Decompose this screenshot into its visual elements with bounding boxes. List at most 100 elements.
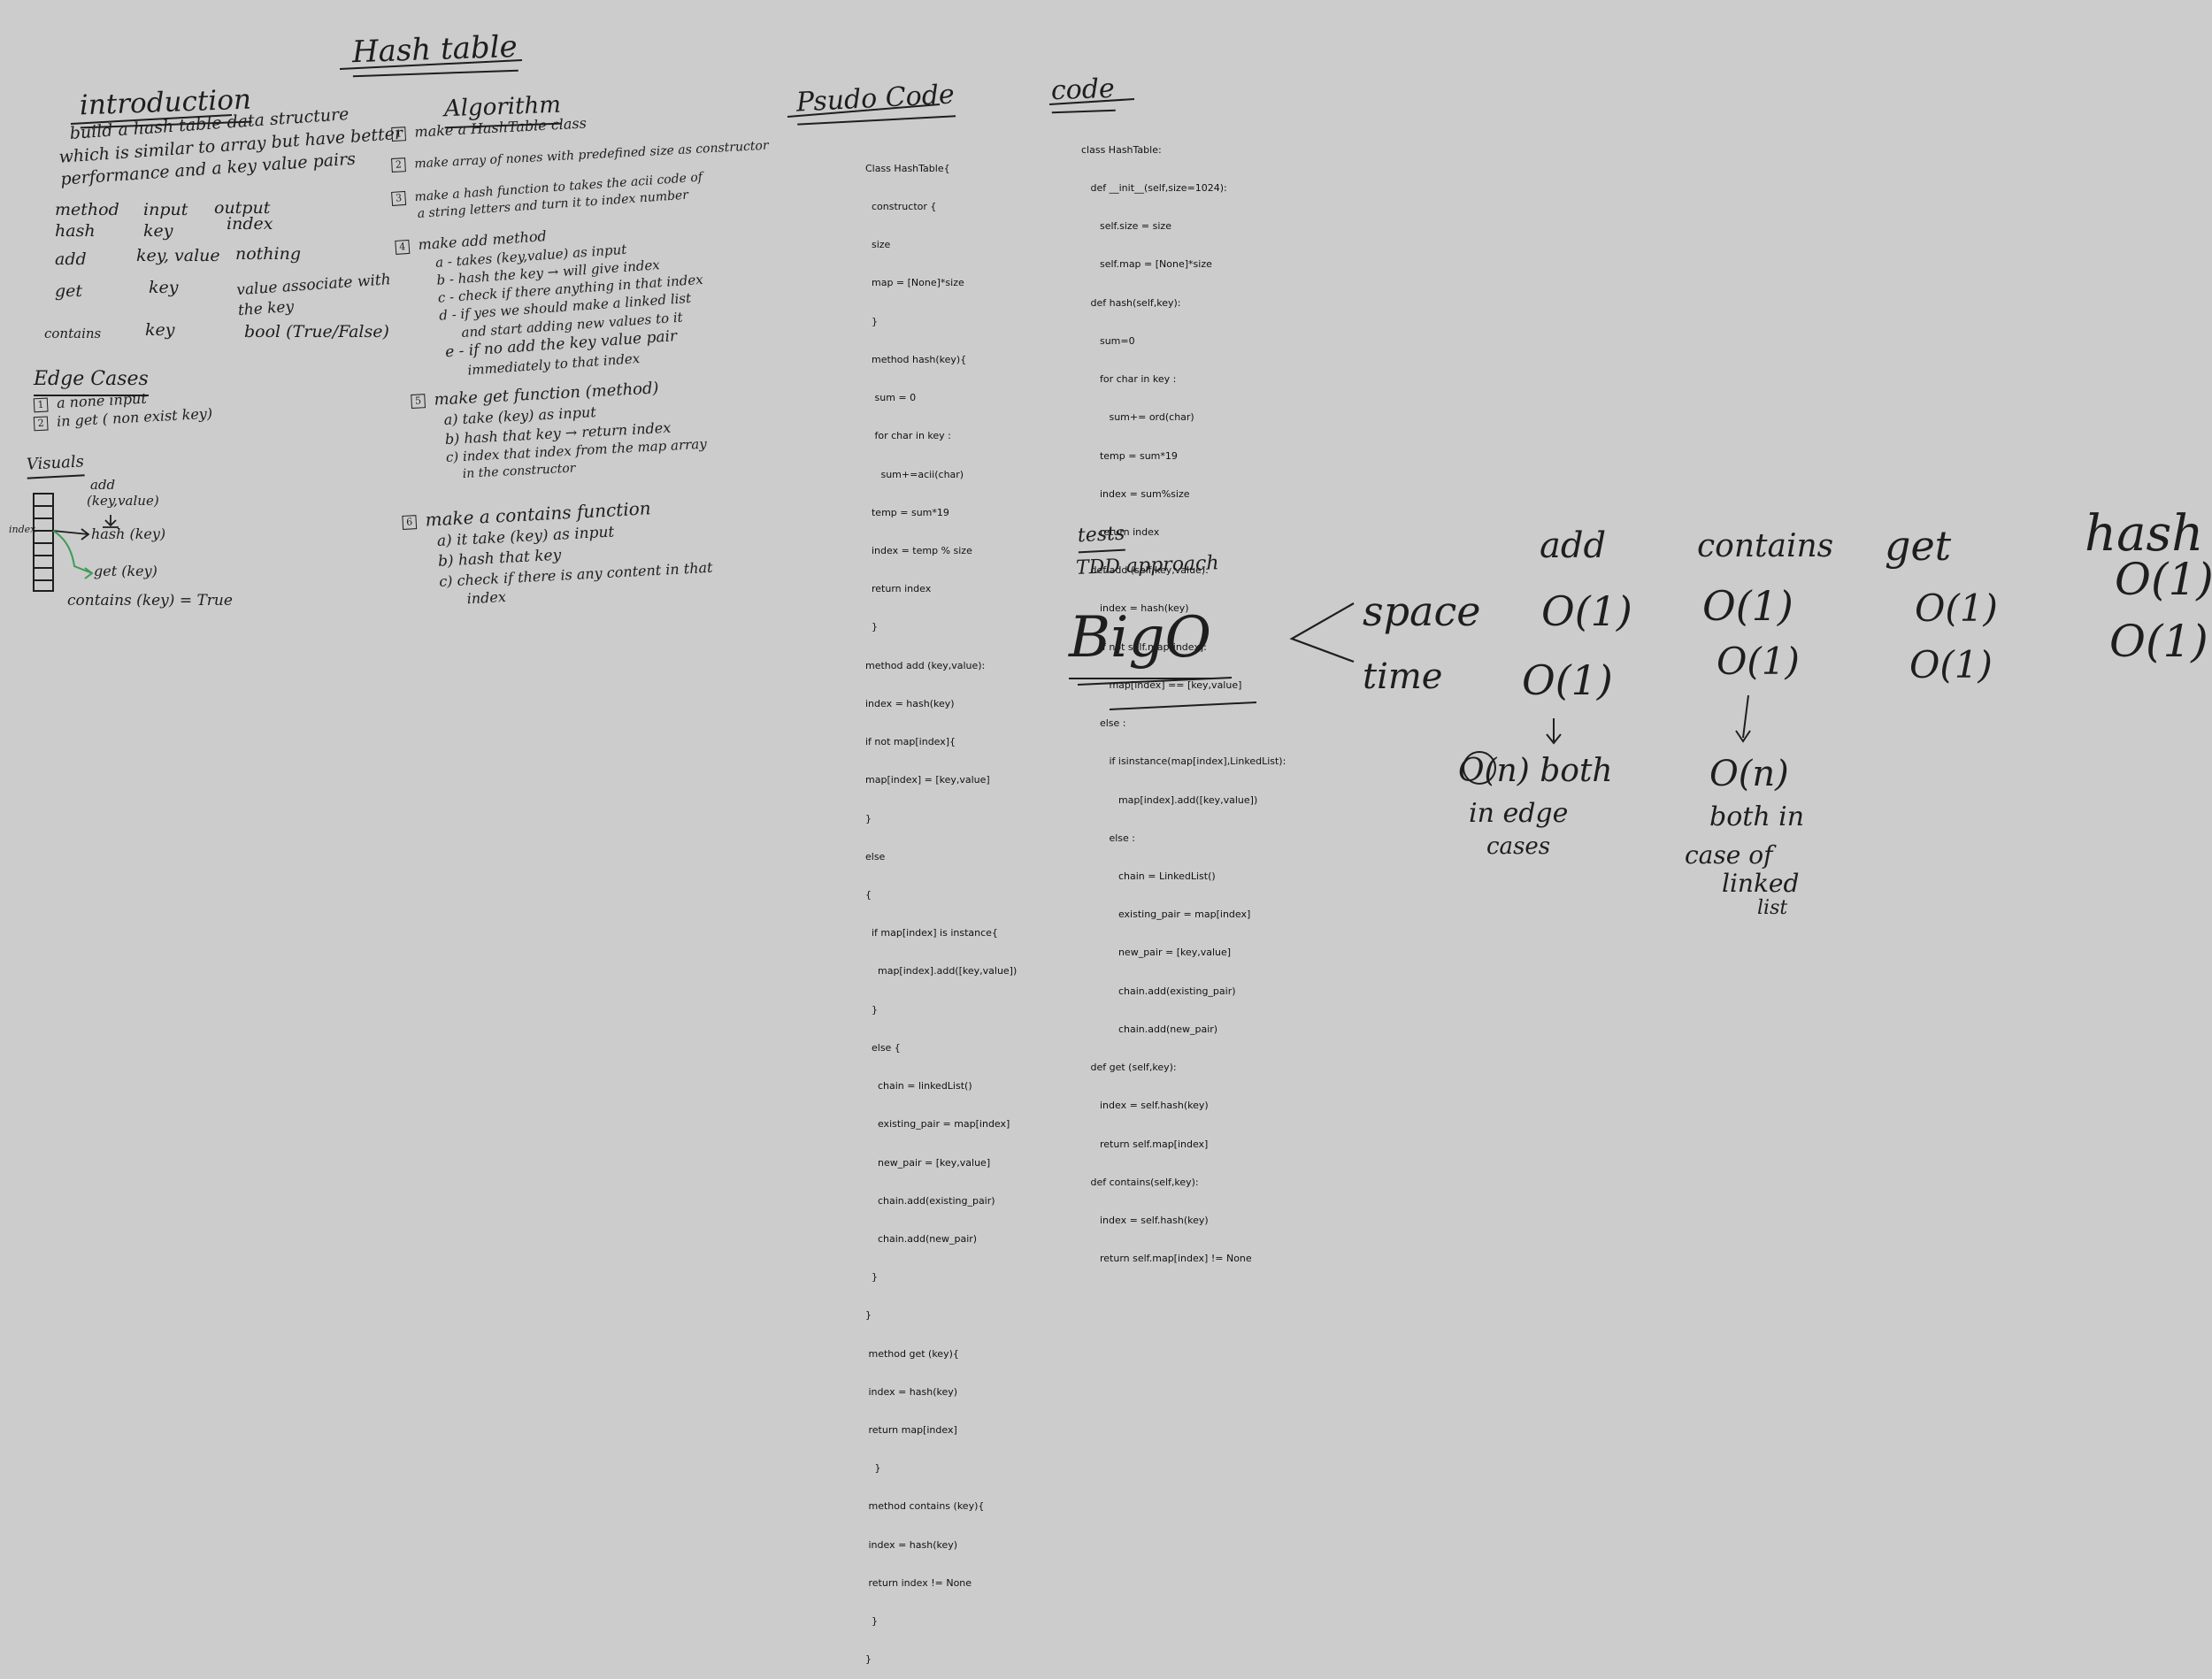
big-o-time-label: time [1363,656,1443,697]
step-number: 1 [391,126,406,142]
big-o-space-label: space [1363,587,1481,635]
code-line: def add (self,key,value): [1081,564,1209,577]
table-cell: value associate with the key [235,271,392,320]
big-o-col-hash: hash [2085,505,2204,563]
code-line: def get (self,key): [1081,1062,1177,1074]
table-cell: contains [44,326,102,341]
contains-space-complexity: O(1) [1702,582,1793,630]
code-line: chain.add(new_pair) [865,1232,978,1245]
add-worst-case-note: in edge [1469,798,1569,829]
code-line: chain.add(existing_pair) [1081,985,1236,997]
code-line: index = hash(key) [1081,602,1189,615]
table-header-output: output [214,198,271,218]
code-line: def contains(self,key): [1081,1176,1199,1188]
table-header-method: method [55,200,119,219]
code-line: temp = sum*19 [1081,449,1178,462]
code-line: map = [None]*size [865,277,964,289]
code-line: map[index].add([key,value]) [1081,794,1258,806]
code-line: for char in key : [1081,373,1177,386]
code-line: index = self.hash(key) [1081,1100,1209,1112]
big-o-bracket [1289,602,1355,663]
code-line: } [865,1003,878,1016]
add-time-complexity: O(1) [1522,656,1613,704]
code-line: new_pair = [key,value] [1081,947,1232,959]
edge-case-number: 2 [33,415,49,431]
code-line: method get (key){ [865,1347,959,1360]
code-line: else { [865,1041,901,1054]
code-line: map[index].add([key,value]) [865,965,1018,978]
tests-text: TDD approach [1075,552,1219,579]
hash-space-complexity: O(1) [2115,554,2212,605]
code-heading: code [1050,71,1116,113]
table-cell: key, value [136,246,220,265]
code-line: { [865,888,872,901]
code-line: if not map[index]{ [865,736,956,748]
code-line: size [865,239,891,251]
step-number: 6 [402,514,418,530]
code-line: return self.map[index] != None [1081,1253,1252,1265]
code-line: else : [1081,717,1126,730]
pseudo-code-block: Class HashTable{ constructor { size map … [865,137,1017,1679]
contains-worst-case-note: both in [1709,801,1805,832]
visuals-add-args: (key,value) [87,493,159,509]
hash-time-complexity: O(1) [2109,616,2208,667]
code-line: index = sum%size [1081,487,1190,500]
pseudo-code-heading: Psudo Code [795,77,956,126]
code-line: } [865,1615,878,1628]
code-line: } [865,1271,878,1284]
get-arrow [52,530,94,579]
code-line: index = hash(key) [865,697,955,709]
big-o-col-contains: contains [1697,528,1834,564]
get-time-complexity: O(1) [1909,643,1993,686]
code-line: sum+= ord(char) [1081,411,1194,424]
big-o-col-get: get [1885,522,1952,570]
hash-table-array-drawing [33,493,54,592]
code-line: map[index] = [key,value] [865,774,990,786]
code-line: chain = linkedList() [865,1080,972,1092]
table-cell: nothing [235,244,302,264]
contains-worst-case-note: list [1757,897,1788,919]
code-line: index = hash(key) [865,1538,958,1551]
code-line: method contains (key){ [865,1500,985,1513]
add-note-arrow [1546,718,1562,745]
contains-note-arrow [1735,694,1751,743]
table-cell: index [227,214,273,234]
code-line: chain.add(new_pair) [1081,1023,1218,1035]
big-o-heading: BigO [1069,600,1211,680]
code-line: } [865,315,878,327]
visuals-contains-label: contains (key) = True [67,592,233,610]
code-line: sum+=acii(char) [865,468,964,480]
code-line: sum = 0 [865,392,917,404]
visuals-get-label: get (key) [94,563,157,579]
add-space-complexity: O(1) [1541,587,1632,635]
code-line: existing_pair = map[index] [1081,908,1251,921]
code-line: index = temp % size [865,545,972,556]
code-line: } [865,621,878,633]
contains-worst-case-note: case of [1685,840,1773,870]
code-line: existing_pair = map[index] [865,1118,1010,1131]
table-cell: hash [55,221,96,241]
code-line: self.size = size [1081,220,1171,233]
step-text: make array of nones with predefined size… [414,138,769,172]
code-line: else [865,850,886,862]
code-line: return index [865,583,932,595]
code-line: def __init__(self,size=1024): [1081,182,1227,195]
code-block: class HashTable: def __init__(self,size=… [1081,119,1286,1278]
code-line: chain = LinkedList() [1081,870,1216,882]
code-line: else : [1081,832,1135,844]
get-space-complexity: O(1) [1915,586,1998,630]
add-worst-case-note: cases [1486,833,1551,860]
code-line: if not self.map[index]: [1081,640,1207,653]
code-line: class HashTable: [1081,143,1162,156]
code-line: index = self.hash(key) [1081,1214,1209,1226]
table-cell: get [55,281,83,301]
table-cell: bool (True/False) [244,322,389,341]
table-cell: key [143,221,173,241]
code-line: return index [1081,526,1160,538]
